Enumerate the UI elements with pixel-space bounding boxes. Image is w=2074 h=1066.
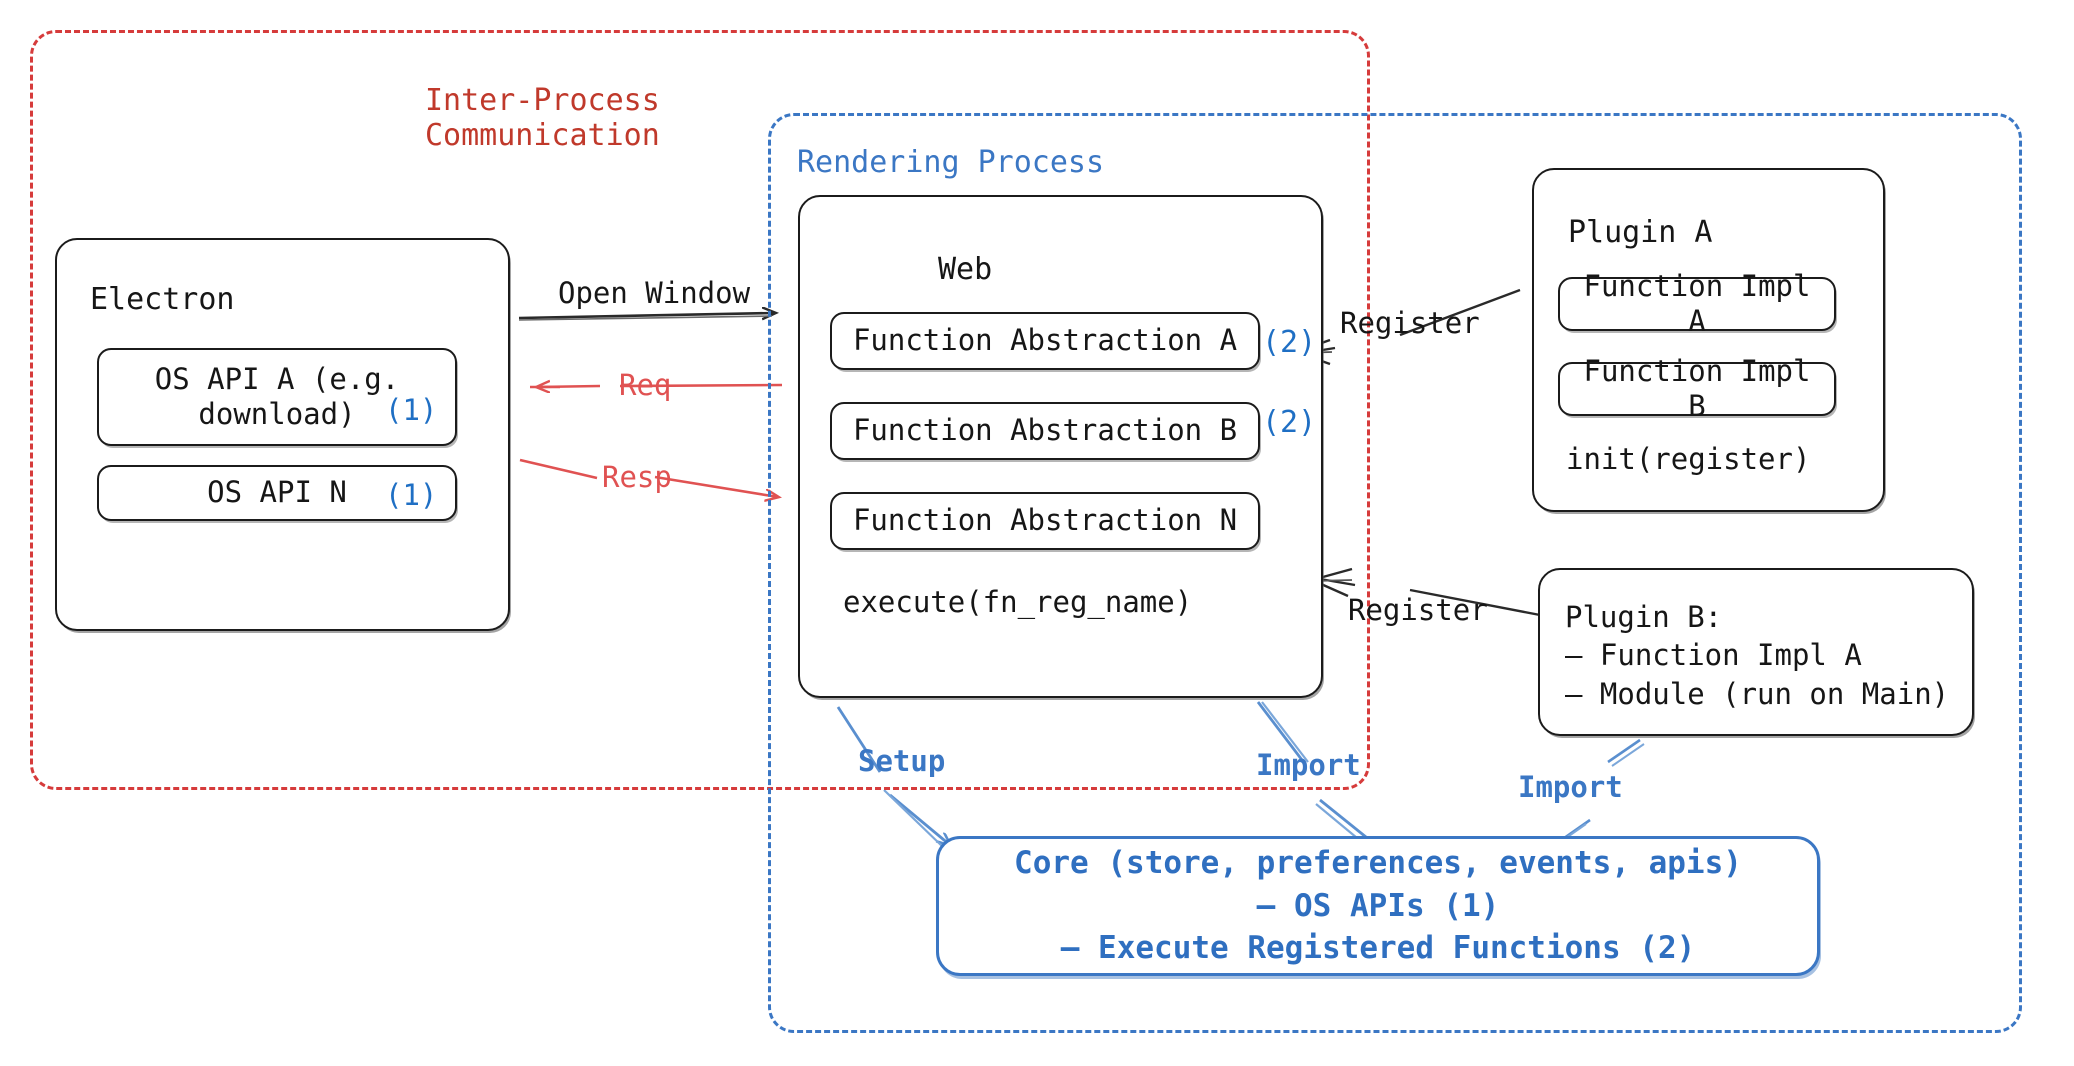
core-line-1: Core (store, preferences, events, apis): [1014, 844, 1742, 881]
os-api-n-box[interactable]: OS API N: [97, 465, 457, 521]
function-abstraction-b-marker: (2): [1262, 405, 1317, 440]
edge-label-req: Req: [619, 368, 672, 402]
function-impl-b-box[interactable]: Function Impl B: [1558, 354, 1836, 423]
edge-label-resp: Resp: [602, 460, 672, 494]
edge-label-register-plugin-b: Register: [1348, 593, 1488, 627]
plugin-a-init-note: init(register): [1566, 442, 1811, 476]
function-abstraction-n-box[interactable]: Function Abstraction N: [830, 492, 1260, 550]
plugin-a-box: [1532, 168, 1885, 512]
electron-title: Electron: [90, 282, 235, 317]
plugin-a-title: Plugin A: [1568, 215, 1713, 250]
edge-label-setup: Setup: [858, 744, 946, 778]
group-inter-process-communication: [30, 30, 1370, 790]
plugin-b-box: [1538, 568, 1974, 736]
function-abstraction-a-marker: (2): [1262, 325, 1317, 360]
function-abstraction-a-box[interactable]: Function Abstraction A: [830, 312, 1260, 370]
edge-label-import-web: Import: [1256, 748, 1361, 782]
edge-label-register-plugin-a: Register: [1340, 306, 1480, 340]
group-rendering-process: [768, 113, 2022, 1033]
function-impl-b-label: Function Impl B: [1583, 353, 1811, 423]
os-api-a-box[interactable]: OS API A (e.g. download): [97, 348, 457, 446]
os-api-a-label: OS API A (e.g. download): [154, 361, 400, 431]
web-execute-note: execute(fn_reg_name): [843, 585, 1193, 619]
function-impl-a-box[interactable]: Function Impl A: [1558, 269, 1836, 338]
core-box: Core (store, preferences, events, apis) …: [936, 836, 1820, 976]
edge-label-import-plugin: Import: [1518, 770, 1623, 804]
web-title: Web: [938, 252, 993, 287]
function-impl-a-label: Function Impl A: [1583, 268, 1811, 338]
core-line-3: – Execute Registered Functions (2): [1060, 930, 1696, 967]
group-label-ipc: Inter-Process Communication: [425, 83, 660, 154]
os-api-n-label: OS API N: [207, 475, 347, 510]
function-abstraction-a-label: Function Abstraction A: [852, 323, 1238, 358]
core-line-2: – OS APIs (1): [1256, 887, 1500, 924]
group-label-rendering-process: Rendering Process: [797, 145, 1105, 180]
function-abstraction-b-label: Function Abstraction B: [852, 413, 1238, 448]
function-abstraction-b-box[interactable]: Function Abstraction B: [830, 402, 1260, 460]
os-api-n-marker: (1): [385, 478, 438, 512]
os-api-a-marker: (1): [385, 393, 438, 427]
edge-label-open-window: Open Window: [558, 276, 751, 310]
function-abstraction-n-label: Function Abstraction N: [852, 503, 1238, 538]
plugin-b-text: Plugin B: – Function Impl A – Module (ru…: [1565, 600, 1950, 711]
